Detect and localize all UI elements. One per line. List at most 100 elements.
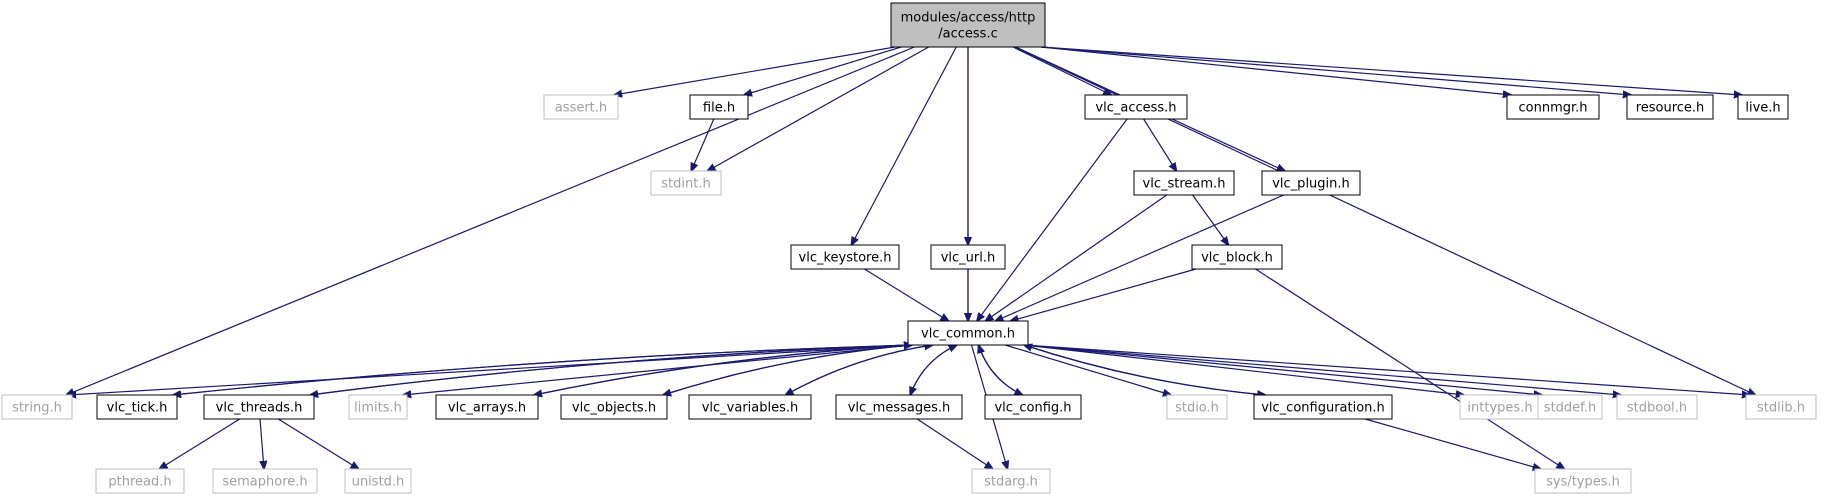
node-string[interactable]: string.h	[1, 394, 73, 420]
edge-vlc_threads-to-unistd	[277, 418, 358, 469]
node-label: vlc_variables.h	[702, 401, 799, 416]
node-label: connmgr.h	[1518, 101, 1587, 116]
node-live[interactable]: live.h	[1737, 94, 1789, 120]
edge-root-to-resource	[1040, 46, 1631, 95]
node-label: vlc_threads.h	[216, 401, 303, 416]
edge-vlc_configuration-to-sys_types	[1365, 418, 1541, 469]
node-box	[1166, 394, 1228, 420]
node-semaphore[interactable]: semaphore.h	[212, 468, 318, 494]
edge-vlc_stream-to-vlc_block	[1192, 194, 1229, 245]
edge-root-to-file	[744, 46, 902, 95]
node-label: stdio.h	[1175, 401, 1219, 416]
node-file[interactable]: file.h	[689, 94, 749, 120]
node-inttypes[interactable]: inttypes.h	[1459, 394, 1541, 420]
node-label: file.h	[703, 101, 735, 116]
node-connmgr[interactable]: connmgr.h	[1506, 94, 1600, 120]
node-label: stdlib.h	[1757, 401, 1805, 416]
node-label: stdbool.h	[1627, 401, 1687, 416]
edge-vlc_access-to-vlc_common	[977, 118, 1128, 321]
edge-vlc_stream-to-vlc_common	[985, 194, 1168, 321]
node-stdio[interactable]: stdio.h	[1166, 394, 1228, 420]
node-label: vlc_messages.h	[848, 401, 951, 416]
edge-vlc_threads-to-vlc_common	[309, 345, 912, 396]
node-box	[1261, 170, 1361, 196]
edge-vlc_keystore-to-vlc_common	[864, 268, 948, 321]
node-unistd[interactable]: unistd.h	[344, 468, 412, 494]
edge-root-to-vlc_keystore	[851, 46, 957, 245]
node-vlc-config[interactable]: vlc_config.h	[984, 394, 1082, 420]
edge-vlc_common-to-limits	[403, 344, 913, 395]
edge-vlc_arrays-to-vlc_common	[533, 345, 912, 396]
node-vlc-access[interactable]: vlc_access.h	[1084, 94, 1188, 120]
node-label: stddef.h	[1544, 401, 1596, 416]
node-vlc-variables[interactable]: vlc_variables.h	[688, 394, 812, 420]
node-box	[1506, 94, 1600, 120]
edge-vlc_common-to-vlc_threads	[310, 344, 913, 395]
node-stdint[interactable]: stdint.h	[650, 170, 722, 196]
node-vlc-objects[interactable]: vlc_objects.h	[560, 394, 668, 420]
node-stdbool[interactable]: stdbool.h	[1616, 394, 1698, 420]
node-vlc-plugin[interactable]: vlc_plugin.h	[1261, 170, 1361, 196]
node-vlc-threads[interactable]: vlc_threads.h	[203, 394, 315, 420]
node-vlc-block[interactable]: vlc_block.h	[1191, 244, 1283, 270]
node-root[interactable]: modules/access/http/access.c	[890, 2, 1046, 48]
node-label: vlc_config.h	[994, 401, 1071, 416]
node-label: vlc_common.h	[921, 327, 1015, 342]
node-assert[interactable]: assert.h	[543, 94, 619, 120]
node-limits[interactable]: limits.h	[348, 394, 408, 420]
node-stdarg[interactable]: stdarg.h	[971, 468, 1051, 494]
edge-vlc_plugin-to-vlc_common	[995, 194, 1284, 321]
node-box	[1191, 244, 1283, 270]
node-label: vlc_plugin.h	[1272, 177, 1350, 192]
node-vlc-tick[interactable]: vlc_tick.h	[96, 394, 178, 420]
edge-vlc_common-to-vlc_variables	[785, 344, 933, 395]
node-box	[560, 394, 668, 420]
edge-vlc_common-to-stdlib	[1023, 344, 1750, 395]
node-box	[1745, 394, 1817, 420]
node-box	[688, 394, 812, 420]
edge-vlc_access-to-vlc_stream	[1143, 118, 1177, 171]
edge-vlc_common-to-vlc_tick	[173, 344, 913, 395]
node-box	[344, 468, 412, 494]
node-label: vlc_tick.h	[107, 401, 168, 416]
edge-vlc_variables-to-vlc_common	[785, 345, 932, 396]
node-label: /access.c	[938, 27, 997, 42]
edge-root-to-vlc_access	[1012, 46, 1111, 95]
node-vlc-common[interactable]: vlc_common.h	[907, 320, 1029, 346]
node-label: resource.h	[1636, 101, 1705, 116]
node-vlc-url[interactable]: vlc_url.h	[930, 244, 1006, 270]
edge-vlc_block-to-sys_types	[1255, 268, 1565, 469]
edge-file-to-stdint	[691, 118, 715, 171]
node-box	[348, 394, 408, 420]
node-box	[1, 394, 73, 420]
node-pthread[interactable]: pthread.h	[95, 468, 185, 494]
node-box	[984, 394, 1082, 420]
node-stddef[interactable]: stddef.h	[1537, 394, 1603, 420]
node-box	[1459, 394, 1541, 420]
edge-vlc_common-to-stddef	[1023, 344, 1542, 395]
node-box	[650, 170, 722, 196]
node-label: assert.h	[555, 101, 607, 116]
node-vlc-keystore[interactable]: vlc_keystore.h	[790, 244, 900, 270]
node-box	[1537, 394, 1603, 420]
node-label: stdint.h	[661, 177, 710, 192]
node-vlc-configuration[interactable]: vlc_configuration.h	[1253, 394, 1393, 420]
node-label: vlc_block.h	[1201, 251, 1273, 266]
node-box	[689, 94, 749, 120]
edge-root-to-assert	[614, 46, 896, 95]
node-resource[interactable]: resource.h	[1626, 94, 1714, 120]
node-box	[907, 320, 1029, 346]
node-sys-types[interactable]: sys/types.h	[1534, 468, 1632, 494]
node-stdlib[interactable]: stdlib.h	[1745, 394, 1817, 420]
edge-vlc_messages-to-vlc_common	[909, 345, 957, 396]
edge-vlc_common-to-stdbool	[1023, 344, 1621, 395]
node-label: modules/access/http	[901, 11, 1036, 26]
node-vlc-arrays[interactable]: vlc_arrays.h	[435, 394, 539, 420]
edge-root-to-connmgr	[1040, 46, 1511, 95]
node-vlc-stream[interactable]: vlc_stream.h	[1133, 170, 1235, 196]
edge-root-to-string	[66, 46, 915, 395]
node-box	[1616, 394, 1698, 420]
node-label: unistd.h	[352, 475, 405, 490]
node-vlc-messages[interactable]: vlc_messages.h	[835, 394, 963, 420]
